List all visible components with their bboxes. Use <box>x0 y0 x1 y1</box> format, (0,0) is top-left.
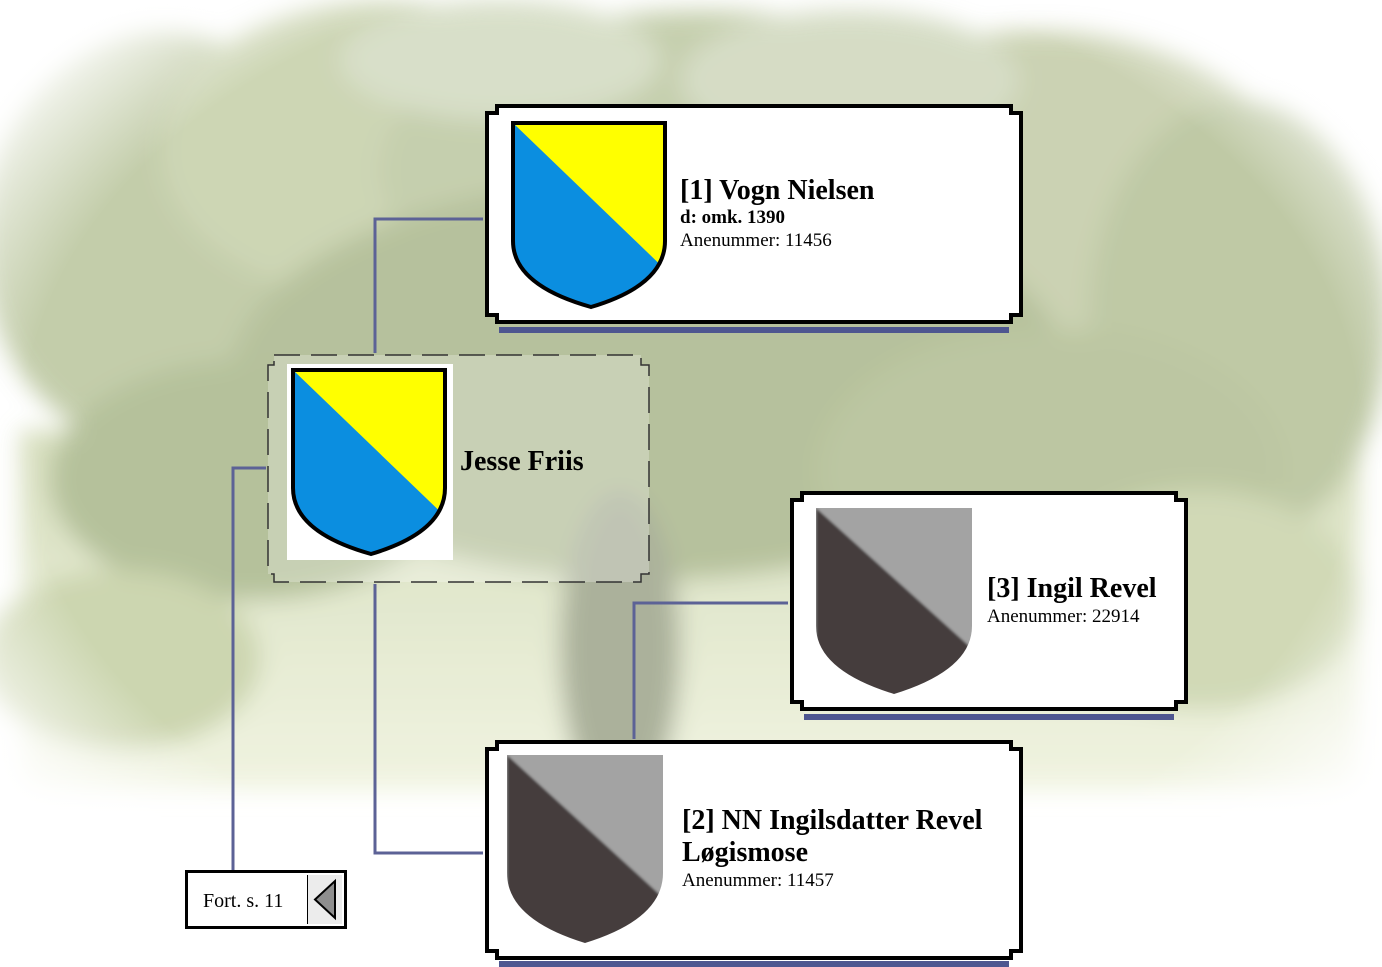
friis-shield-icon <box>287 364 453 560</box>
person-name-line1: [2] NN Ingilsdatter Revel <box>682 805 983 836</box>
triangle-left-icon[interactable] <box>307 875 342 924</box>
continuation-label: Fort. s. 11 <box>203 890 284 912</box>
person-box-jesse-friis[interactable]: Jesse Friis <box>266 353 651 584</box>
continuation-link-button[interactable]: Fort. s. 11 <box>185 870 347 929</box>
person-details: [3] Ingil Revel Anenummer: 22914 <box>987 573 1157 628</box>
person-box-nn-ingilsdatter-revel[interactable]: [2] NN Ingilsdatter Revel Løgismose Anen… <box>483 739 1025 967</box>
box-shadow <box>499 961 1009 967</box>
person-ahnentafel-number: Anenummer: 11457 <box>682 870 834 891</box>
person-name-line2: Løgismose <box>682 837 808 868</box>
person-name: [1] Vogn Nielsen <box>680 175 875 206</box>
person-ahnentafel-number: Anenummer: 22914 <box>987 606 1140 627</box>
revel-shield-icon <box>503 751 669 947</box>
box-shadow <box>499 327 1009 333</box>
person-details: [2] NN Ingilsdatter Revel Løgismose Anen… <box>682 805 982 892</box>
friis-shield-icon <box>507 117 673 313</box>
revel-shield-icon <box>812 504 978 698</box>
person-box-vogn-nielsen[interactable]: [1] Vogn Nielsen d: omk. 1390 Anenummer:… <box>483 103 1025 333</box>
person-details: Jesse Friis <box>460 446 584 478</box>
person-name: Jesse Friis <box>460 446 584 477</box>
person-details: [1] Vogn Nielsen d: omk. 1390 Anenummer:… <box>680 175 874 252</box>
person-name: [3] Ingil Revel <box>987 573 1157 604</box>
person-ahnentafel-number: Anenummer: 11456 <box>680 230 832 251</box>
box-shadow <box>804 714 1174 720</box>
person-box-ingil-revel[interactable]: [3] Ingil Revel Anenummer: 22914 <box>788 490 1190 720</box>
person-death-date: d: omk. 1390 <box>680 207 786 228</box>
